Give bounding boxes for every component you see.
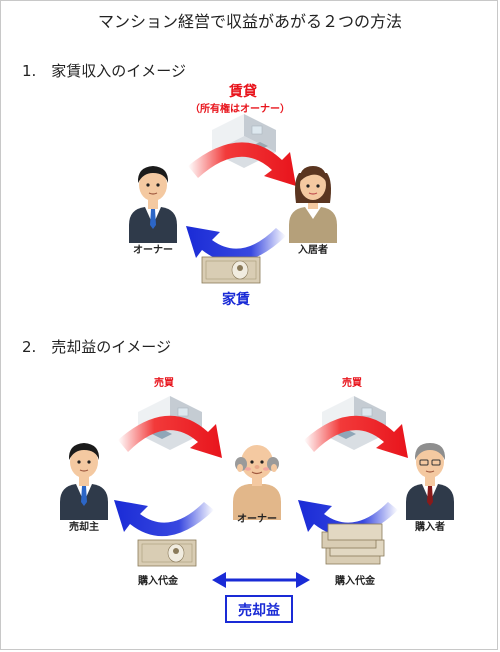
red-arrow-sale-left — [118, 415, 222, 458]
buyer-icon — [405, 442, 455, 521]
seller-label: 売却主 — [69, 520, 99, 533]
red-arrow-rent — [188, 142, 296, 186]
section1-heading: 1. 家賃収入のイメージ — [22, 62, 186, 80]
blue-arrow-rent — [186, 226, 286, 263]
sale-label-left: 売買 — [154, 376, 174, 389]
section2-heading: 2. 売却益のイメージ — [22, 338, 171, 356]
seller-icon — [59, 442, 109, 521]
double-arrow — [212, 572, 310, 588]
owner-label-2: オーナー — [237, 513, 277, 525]
blue-arrow-payment-left — [114, 500, 214, 537]
owner-elderly-icon — [232, 444, 282, 521]
rent-label: 賃貸 — [228, 83, 257, 100]
banknote-icon — [201, 256, 261, 284]
profit-box — [225, 595, 293, 623]
page-title: マンション経営で収益があがる２つの方法 — [98, 12, 402, 31]
buyer-label: 購入者 — [414, 520, 445, 533]
ownership-note: （所有権はオーナー） — [190, 102, 290, 115]
purchase-price-right: 購入代金 — [334, 574, 376, 587]
profit-label: 売却益 — [238, 602, 280, 619]
purchase-price-left: 購入代金 — [137, 574, 179, 587]
banknote-icon-left — [137, 539, 197, 567]
owner-icon — [128, 165, 178, 244]
sale-label-right: 売買 — [342, 376, 362, 389]
red-arrow-sale-right — [304, 415, 408, 458]
tenant-icon — [288, 165, 338, 244]
tenant-label: 入居者 — [298, 243, 328, 256]
owner-label: オーナー — [133, 244, 173, 256]
rent-payment-label: 家賃 — [222, 291, 250, 308]
cash-stack-icon — [321, 523, 385, 565]
